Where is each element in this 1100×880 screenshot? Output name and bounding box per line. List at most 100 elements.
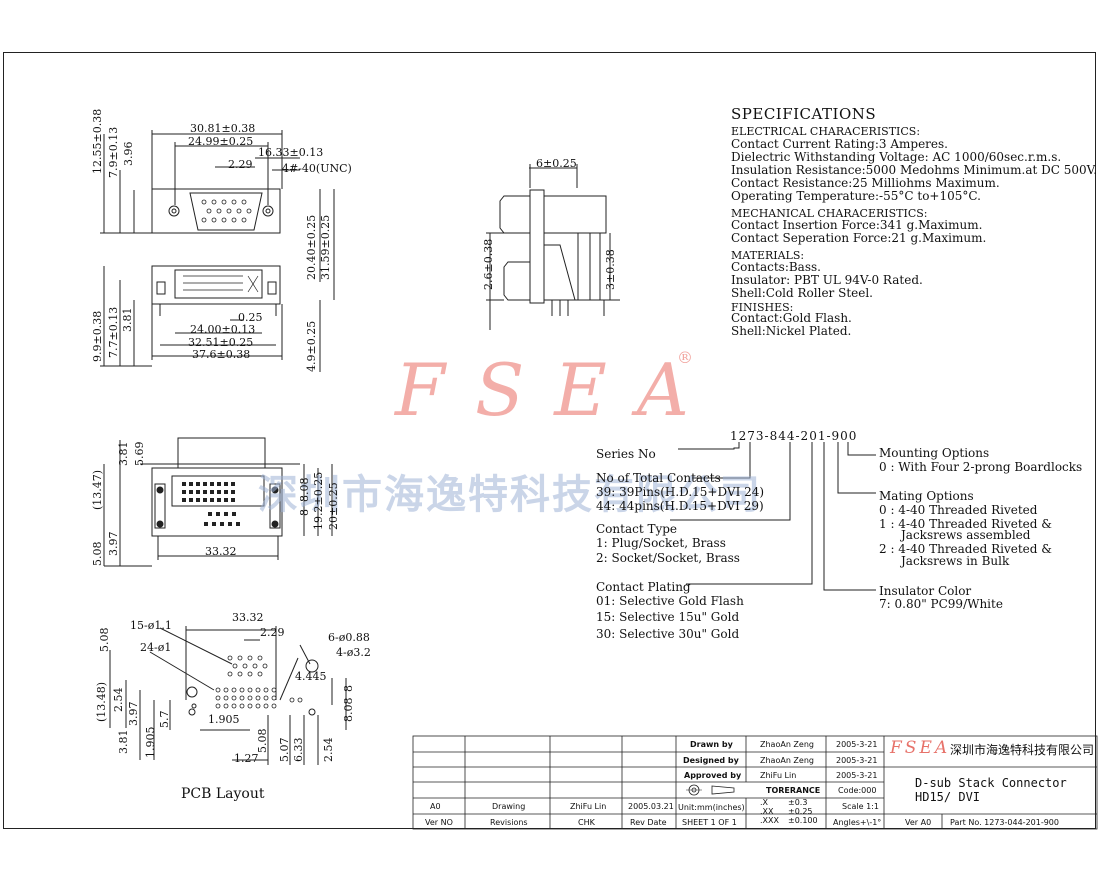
drawn-date: 2005-3-21 <box>836 740 878 749</box>
dim-label: 24.99±0.25 <box>188 135 254 148</box>
dim-label: 31.59±0.25 <box>319 214 332 280</box>
dim-label: 4#-40(UNC) <box>282 162 352 175</box>
spec-line: Contact Resistance:25 Milliohms Maximum. <box>731 176 1000 190</box>
scale-value: Scale 1:1 <box>842 802 879 811</box>
sheet-value: SHEET 1 OF 1 <box>682 818 737 827</box>
series-label: Series No <box>596 447 656 461</box>
dim-label: 7.7±0.13 <box>107 306 120 358</box>
plating-heading: Contact Plating <box>596 580 691 594</box>
spec-line: Shell:Nickel Plated. <box>731 324 852 338</box>
mounting-option: 0 : With Four 2-prong Boardlocks <box>879 460 1083 474</box>
contact-type-option: 2: Socket/Socket, Brass <box>596 551 740 565</box>
spec-line: Contacts:Bass. <box>731 260 821 274</box>
dim-label: 33.32 <box>232 611 264 624</box>
mating-option: Jacksrews assembled <box>901 528 1031 542</box>
drawn-name: ZhaoAn Zeng <box>760 740 814 749</box>
dim-label: 33.32 <box>205 545 237 558</box>
dim-label: 8 <box>342 685 355 692</box>
dim-label: 6±0.25 <box>536 157 577 170</box>
pcb-layout-label: PCB Layout <box>181 786 265 802</box>
mating-option: Jacksrews in Bulk <box>901 554 1010 568</box>
dim-label: 3±0.38 <box>604 249 617 290</box>
dim-label: 37.6±0.38 <box>192 348 251 361</box>
dim-label: 0.25 <box>238 311 263 324</box>
top-view-vga-shell <box>189 192 263 231</box>
mounting-heading: Mounting Options <box>879 446 990 460</box>
product-title: D-sub Stack Connector <box>915 776 1067 790</box>
dim-label: 8.08 <box>342 697 355 723</box>
mating-option: 2 : 4-40 Threaded Riveted & <box>879 542 1052 556</box>
watermark-logo: FSEA <box>395 348 719 432</box>
dim-label: 8 <box>298 509 311 516</box>
rev-checked: ZhiFu Lin <box>570 802 607 811</box>
dim-label: 4.9±0.25 <box>305 320 318 372</box>
dim-label: 6-ø0.88 <box>328 631 370 644</box>
dim-label: 7.9±0.13 <box>107 126 120 178</box>
pcb-layout <box>109 626 347 765</box>
drawn-label: Drawn by <box>690 740 733 749</box>
watermark-company-name: 深圳市海逸特科技有限公司 <box>258 472 762 518</box>
dim-label: 19.2±0.25 <box>312 471 325 530</box>
designed-name: ZhaoAn Zeng <box>760 756 814 765</box>
designed-label: Designed by <box>683 756 739 765</box>
specifications-title: SPECIFICATIONS <box>731 105 877 123</box>
contact-type-heading: Contact Type <box>596 522 678 536</box>
tolerance-x: .X <box>760 798 769 807</box>
spec-line: Shell:Cold Roller Steel. <box>731 286 873 300</box>
title-part-no: Part No. 1273-044-201-900 <box>950 818 1059 827</box>
dim-label: 4-ø3.2 <box>336 646 371 659</box>
code-value: Code:000 <box>838 786 877 795</box>
spec-line: Contact Current Rating:3 Amperes. <box>731 137 948 151</box>
tolerance-xxx: .XXX <box>760 816 779 825</box>
dim-label: 16.33±0.13 <box>258 146 324 159</box>
spec-line: Contact:Gold Flash. <box>731 311 852 325</box>
header-rev-date: Rev Date <box>630 818 667 827</box>
dim-label: 5.08 <box>91 541 104 567</box>
plating-option: 30: Selective 30u" Gold <box>596 627 740 641</box>
dim-label: 2.29 <box>228 158 253 171</box>
dim-label: 2.6±0.38 <box>482 238 495 290</box>
spec-line: Insulator: PBT UL 94V-0 Rated. <box>731 273 923 287</box>
approved-date: 2005-3-21 <box>836 771 878 780</box>
electrical-heading: ELECTRICAL CHARACERISTICS: <box>731 125 921 138</box>
header-ver: Ver NO <box>425 818 453 827</box>
front-view-pins <box>183 275 259 293</box>
front-view-shell <box>151 265 281 305</box>
angles-value: Angles+\-1° <box>833 818 882 827</box>
dim-label: 20±0.25 <box>327 482 340 530</box>
dim-label: 4.445 <box>295 670 327 683</box>
units-value: Unit:mm(inches) <box>678 803 745 812</box>
rev-description: Drawing <box>492 802 526 811</box>
top-view-shell <box>151 188 281 234</box>
dim-label: 3.97 <box>107 531 120 557</box>
dim-label: 2.29 <box>260 626 285 639</box>
dim-label: 2.54 <box>112 687 125 713</box>
finishes-heading: FINISHES: <box>731 301 794 314</box>
dim-label: 3.96 <box>122 141 135 167</box>
tolerance-x-value: ±0.3 <box>788 798 808 807</box>
spec-line: Operating Temperature:-55°C to+105°C. <box>731 189 981 203</box>
dim-label: 3.81 <box>117 729 130 755</box>
dim-label: 20.40±0.25 <box>305 214 318 280</box>
spec-line: Contact Insertion Force:341 g.Maximum. <box>731 218 983 232</box>
dim-label: (13.48) <box>95 681 108 722</box>
dim-label: 5.08 <box>98 627 111 653</box>
dim-label: 3.81 <box>121 307 134 333</box>
header-chk: CHK <box>578 818 595 827</box>
dim-label: 9.9±0.38 <box>91 310 104 362</box>
tolerance-label: TORERANCE <box>766 786 821 795</box>
mating-option: 0 : 4-40 Threaded Riveted <box>879 503 1038 517</box>
side-view <box>486 164 620 330</box>
dim-label: 3.81 <box>117 441 130 467</box>
mechanical-heading: MECHANICAL CHARACERISTICS: <box>731 207 928 220</box>
dim-label: 24-ø1 <box>140 641 172 654</box>
part-number-code: 1273-844-201-900 <box>730 429 858 443</box>
mating-option: 1 : 4-40 Threaded Riveted & <box>879 517 1052 531</box>
dim-label: 5.08 <box>256 728 269 754</box>
top-view-pins <box>201 199 252 223</box>
dim-label: 30.81±0.38 <box>190 122 256 135</box>
dim-label: 12.55±0.38 <box>91 108 104 174</box>
dim-label: 6.33 <box>292 737 305 763</box>
insulator-heading: Insulator Color <box>879 584 972 598</box>
